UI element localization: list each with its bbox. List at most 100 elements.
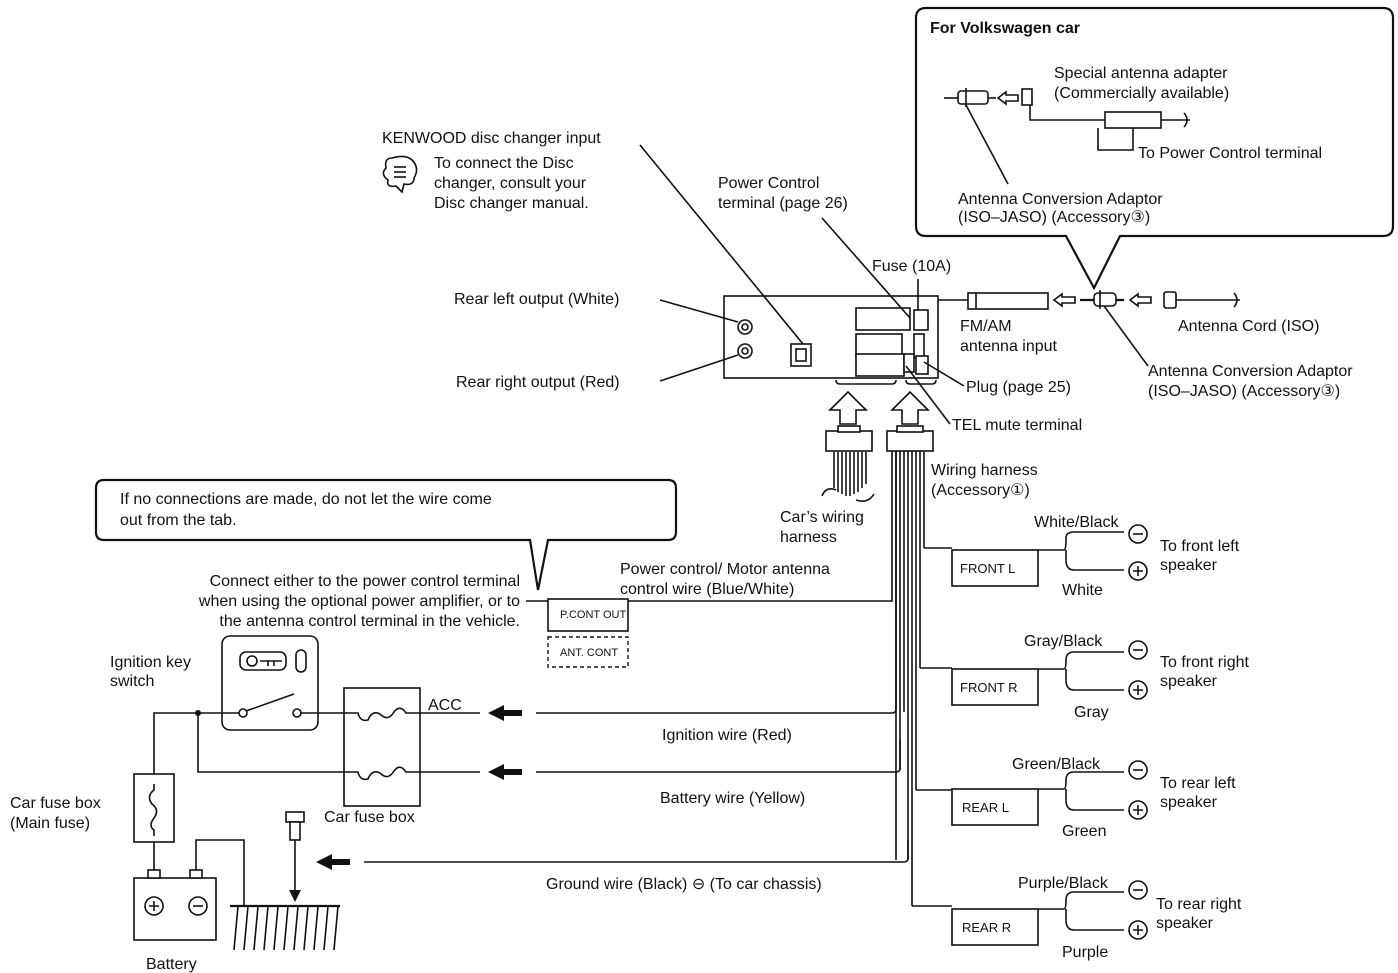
to-power-control-label: To Power Control terminal	[1138, 145, 1322, 162]
rear-left-output-label: Rear left output (White)	[454, 291, 619, 308]
speaker-dest-1: To rear right	[1156, 896, 1242, 913]
cars-wiring-label-1: Car’s wiring	[780, 509, 864, 526]
connect-note-2: when using the optional power amplifier,…	[198, 593, 520, 610]
speaker-neg-label: Purple/Black	[1018, 875, 1109, 892]
rear-left-jack	[737, 319, 753, 335]
up-arrow-icon-harness	[890, 390, 930, 425]
pcont-out-tag	[547, 598, 629, 632]
wiring-harness-label-1: Wiring harness	[931, 462, 1038, 479]
tel-mute-label: TEL mute terminal	[952, 417, 1082, 434]
pcont-out-label: P.CONT OUT	[560, 609, 626, 621]
vw-plug-icon	[1021, 88, 1033, 106]
battery-ground-wire	[195, 839, 245, 906]
speaker-pos-label: Green	[1062, 823, 1106, 840]
conversion-label-1: Antenna Conversion Adaptor	[1148, 363, 1353, 380]
antenna-arrow-icon-2	[1128, 292, 1152, 308]
antenna-cord-plug	[1163, 291, 1177, 309]
vw-arrow-icon	[996, 90, 1019, 106]
speaker-tag: FRONT R	[960, 680, 1018, 695]
power-control-wire	[628, 600, 893, 602]
speaker-front-left: FRONT L White/Black White To front left …	[924, 514, 1240, 599]
wiring-harness-label-2: (Accessory①)	[931, 482, 1030, 499]
plus-icon	[1128, 800, 1148, 820]
minus-icon	[1128, 760, 1148, 780]
connector-a	[855, 307, 911, 331]
main-fuse-box	[133, 773, 175, 843]
speaker-dest-1: To front left	[1160, 538, 1240, 555]
ignition-key-switch	[221, 635, 319, 731]
special-adapter-label-1: Special antenna adapter	[1054, 65, 1228, 82]
ignition-switch-label-1: Ignition key	[110, 654, 191, 671]
vw-conversion-label-2: (ISO–JASO) (Accessory③)	[958, 209, 1150, 226]
speaker-pos-label: White	[1062, 582, 1103, 599]
conversion-label-2: (ISO–JASO) (Accessory③)	[1148, 383, 1340, 400]
acc-label: ACC	[428, 697, 462, 714]
connect-note-3: the antenna control terminal in the vehi…	[219, 613, 520, 630]
speaker-dest-1: To front right	[1160, 654, 1249, 671]
disc-note-line-3: Disc changer manual.	[434, 195, 589, 212]
minus-icon	[188, 896, 208, 916]
vw-adaptor-icon	[944, 88, 996, 107]
wiring-harness-accessory	[886, 425, 934, 906]
vw-conversion-label-1: Antenna Conversion Adaptor	[958, 191, 1163, 208]
vw-adapter-cable	[1029, 105, 1105, 121]
plus-icon	[1128, 561, 1148, 581]
antenna-arrow-icon	[1052, 292, 1076, 308]
speaker-neg-label: Green/Black	[1012, 756, 1101, 773]
left-arrow-icon-ignition	[488, 705, 522, 721]
main-fuse-label-1: Car fuse box	[10, 795, 101, 812]
callout-line-1: If no connections are made, do not let t…	[120, 491, 492, 508]
volkswagen-inset: For Volkswagen car Special antenna adapt…	[914, 6, 1395, 291]
conversion-adaptor-icon	[1093, 292, 1117, 307]
speaker-dest-1: To rear left	[1160, 775, 1236, 792]
minus-icon	[1128, 524, 1148, 544]
plus-icon	[1128, 920, 1148, 940]
left-arrow-icon-battery	[488, 764, 522, 780]
speaker-dest-2: speaker	[1160, 673, 1218, 690]
speaker-dest-2: speaker	[1160, 794, 1218, 811]
speaker-dest-2: speaker	[1160, 557, 1218, 574]
ground-screw-icon	[285, 811, 305, 902]
connector-b	[855, 333, 903, 357]
vw-adapter-box	[1104, 111, 1162, 129]
speaker-tag: REAR L	[962, 800, 1009, 815]
note-icon	[382, 155, 418, 194]
callout-line-2: out from the tab.	[120, 512, 237, 529]
speaker-tag: FRONT L	[960, 561, 1015, 576]
power-control-wire-label-1: Power control/ Motor antenna	[620, 561, 830, 578]
plus-icon	[1128, 680, 1148, 700]
tab-callout: If no connections are made, do not let t…	[94, 478, 678, 591]
ground-wire	[364, 840, 909, 863]
speaker-rear-left: REAR L Green/Black Green To rear left sp…	[916, 756, 1236, 840]
connect-note-1: Connect either to the power control term…	[210, 573, 520, 590]
fuse-10a	[913, 309, 929, 331]
speaker-tag: REAR R	[962, 920, 1011, 935]
volkswagen-title: For Volkswagen car	[930, 20, 1080, 37]
car-fuse-box-label: Car fuse box	[324, 809, 415, 826]
disc-note-line-2: changer, consult your	[434, 175, 587, 192]
cars-wiring-harness	[821, 425, 875, 502]
special-adapter-label-2: (Commercially available)	[1054, 85, 1229, 102]
speaker-pos-label: Gray	[1074, 704, 1109, 721]
disc-note-line-1: To connect the Disc	[434, 155, 574, 172]
fuse-label: Fuse (10A)	[872, 258, 951, 275]
ignition-wire	[536, 451, 897, 714]
battery-label: Battery	[146, 956, 197, 973]
ant-cont-label: ANT. CONT	[560, 647, 618, 659]
up-arrow-icon-cars	[828, 390, 868, 425]
ignition-wire-label: Ignition wire (Red)	[662, 727, 792, 744]
antenna-chain	[938, 290, 1240, 367]
battery-wire	[536, 740, 901, 773]
minus-icon	[1128, 880, 1148, 900]
speaker-front-right: FRONT R Gray/Black Gray To front right s…	[920, 633, 1249, 721]
plug-label: Plug (page 25)	[966, 379, 1071, 396]
left-arrow-icon-ground	[316, 854, 350, 870]
fm-am-label-1: FM/AM	[960, 318, 1012, 335]
chassis-ground	[230, 904, 340, 951]
ignition-switch-label-2: switch	[110, 673, 154, 690]
kenwood-input-label: KENWOOD disc changer input	[382, 130, 601, 147]
rear-right-output-label: Rear right output (Red)	[456, 374, 620, 391]
power-control-wire-label-2: control wire (Blue/White)	[620, 581, 794, 598]
speaker-neg-label: Gray/Black	[1024, 633, 1103, 650]
